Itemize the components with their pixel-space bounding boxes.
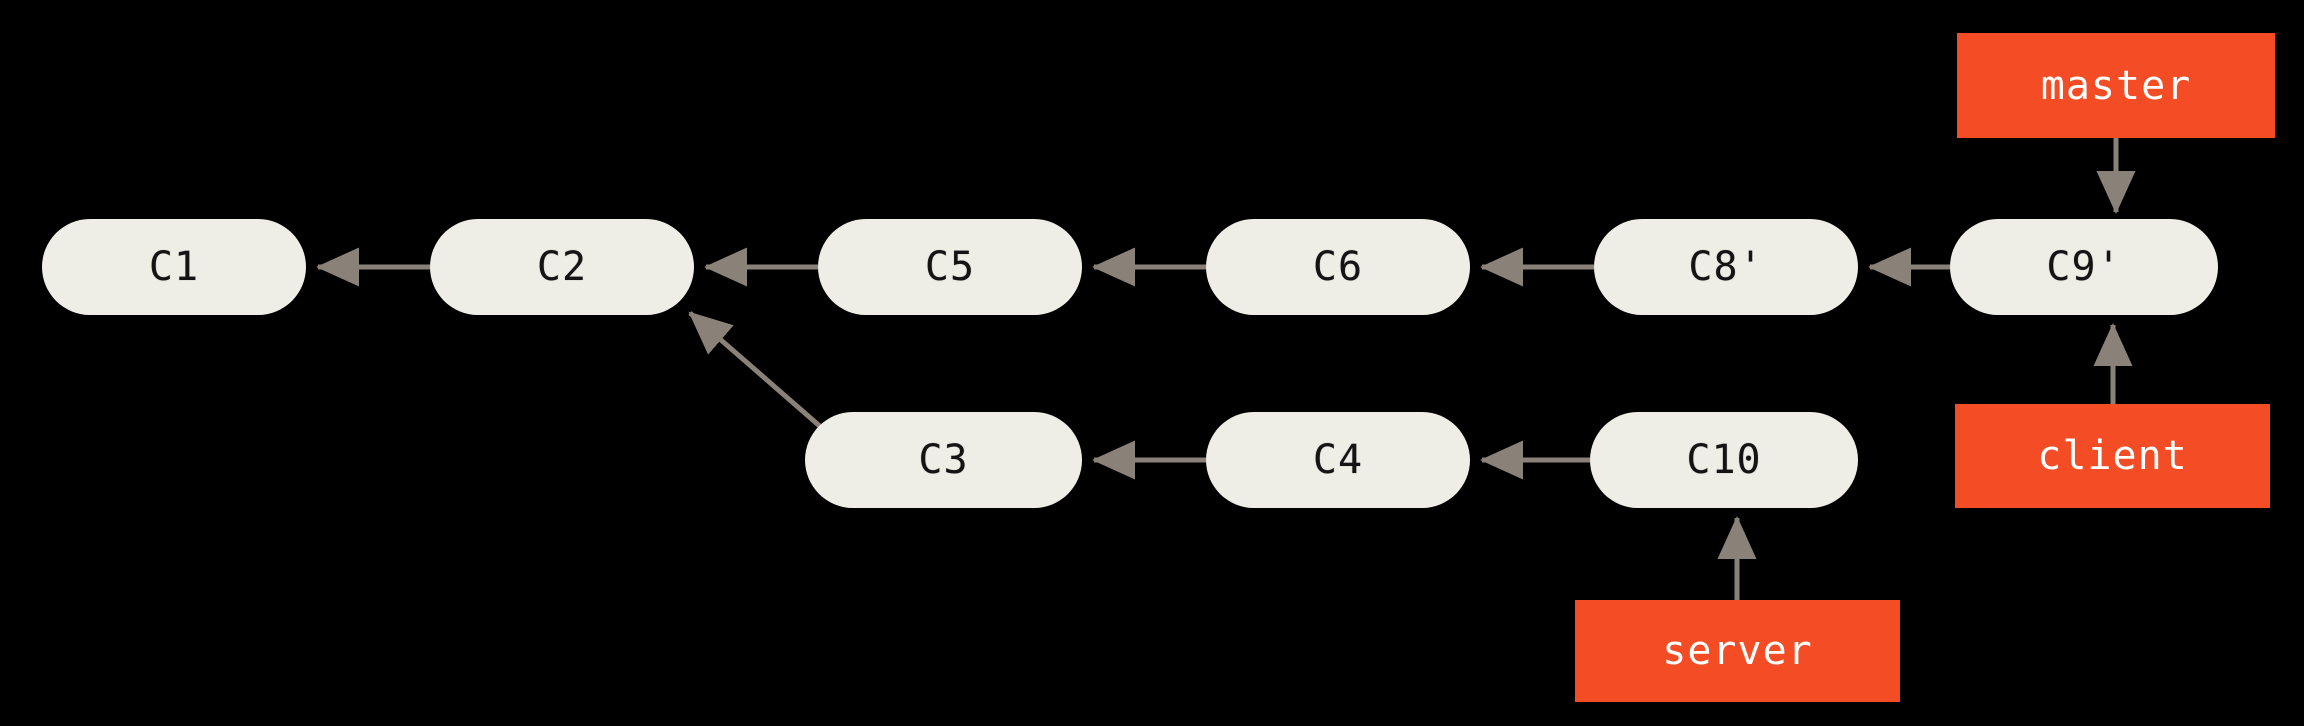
- commit-node-c4[interactable]: C4: [1206, 412, 1470, 508]
- branch-label-server[interactable]: server: [1575, 600, 1900, 702]
- commit-node-c5[interactable]: C5: [818, 219, 1082, 315]
- edge-c3-to-c2: [688, 311, 824, 430]
- branch-label-master[interactable]: master: [1957, 33, 2275, 138]
- commit-node-c6[interactable]: C6: [1206, 219, 1470, 315]
- commit-node-c8-prime[interactable]: C8': [1594, 219, 1858, 315]
- commit-node-c3[interactable]: C3: [805, 412, 1082, 508]
- commit-node-c10[interactable]: C10: [1590, 412, 1858, 508]
- commit-node-c2[interactable]: C2: [430, 219, 694, 315]
- branch-label-client[interactable]: client: [1955, 404, 2270, 508]
- commit-node-c1[interactable]: C1: [42, 219, 306, 315]
- commit-node-c9-prime[interactable]: C9': [1950, 219, 2218, 315]
